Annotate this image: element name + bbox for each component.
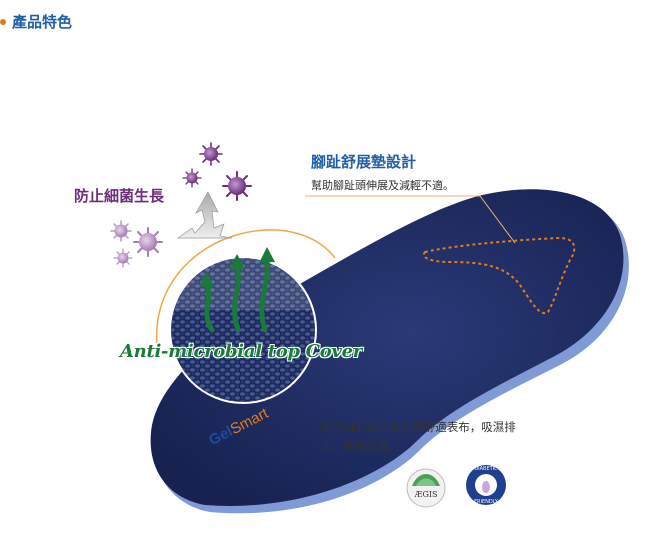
diabetic-friendly-logo: DIABETIC FRIENDLY <box>466 465 506 505</box>
section-title: 產品特色 <box>0 11 72 32</box>
diabetic-logo-top: DIABETIC <box>474 466 498 472</box>
cover-label: Anti-microbial top Cover <box>120 341 362 362</box>
section-title-text: 產品特色 <box>12 13 73 31</box>
insole <box>150 189 624 506</box>
antibacterial-label: 防止細菌生長 <box>74 187 165 205</box>
aegis-description: 使用AEGIS防霉抗菌舒適表布，吸濕排汗、觸感舒適。 <box>320 420 516 453</box>
bullet-icon <box>0 18 6 25</box>
toe-crest-outline <box>422 236 576 315</box>
toe-pointer-line <box>305 195 516 244</box>
diabetic-logo-bottom: FRIENDLY <box>474 499 499 505</box>
toe-crest-title: 腳趾舒展墊設計 <box>311 153 417 171</box>
green-arrow-heads <box>199 247 275 287</box>
orange-arc <box>156 229 336 353</box>
burst-arrow <box>176 191 233 239</box>
aegis-logo: ÆGIS <box>406 468 446 508</box>
aegis-logo-text: ÆGIS <box>413 490 437 499</box>
toe-crest-desc: 幫助腳趾頭伸展及減輕不適。 <box>311 179 454 192</box>
bacteria-icons <box>110 142 252 268</box>
